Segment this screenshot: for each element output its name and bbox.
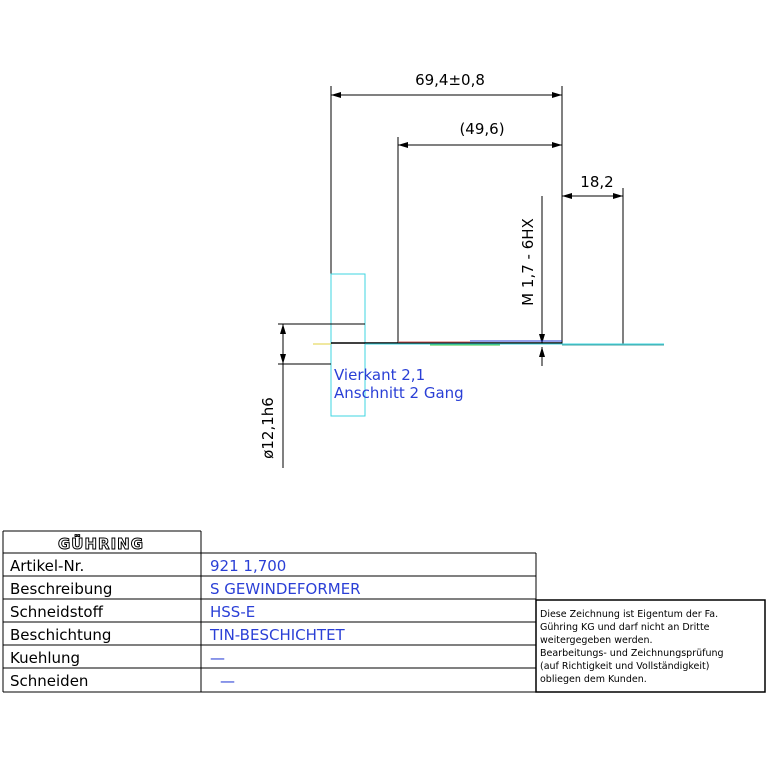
chamfer-note: Anschnitt 2 Gang — [334, 384, 464, 402]
tool-body — [313, 273, 664, 417]
dimension-thread-length: (49,6) — [397, 120, 562, 344]
row-value-material: HSS-E — [210, 603, 255, 621]
notice-line-2: Gühring KG und darf nicht an Dritte — [540, 622, 710, 633]
dimension-shank: 18,2 — [562, 173, 624, 344]
row-label-coating: Beschichtung — [10, 626, 111, 644]
notice-line-4: Bearbeitungs- und Zeichnungsprüfung — [540, 648, 724, 659]
dimension-thread-label: (49,6) — [459, 120, 504, 138]
row-value-article: 921 1,700 — [210, 557, 286, 575]
row-label-material: Schneidstoff — [10, 603, 104, 621]
row-value-cutting-edges: — — [220, 672, 235, 690]
guehring-logo: GÜHRING — [58, 534, 144, 553]
diameter-label: ø12,1h6 — [259, 397, 277, 459]
row-value-cooling: — — [210, 649, 225, 667]
title-block: GÜHRING Artikel-Nr. Beschreibung Schneid… — [2, 530, 766, 693]
row-value-description: S GEWINDEFORMER — [210, 580, 361, 598]
notice-line-3: weitergegeben werden. — [540, 635, 653, 646]
row-label-cooling: Kuehlung — [10, 649, 80, 667]
row-value-coating: TIN-BESCHICHTET — [209, 626, 346, 644]
dimension-shank-label: 18,2 — [580, 173, 613, 191]
row-label-cutting-edges: Schneiden — [10, 672, 88, 690]
dimension-overall-label: 69,4±0,8 — [415, 71, 485, 89]
dimension-diameter: ø12,1h6 — [259, 323, 365, 468]
notice-box — [535, 599, 766, 693]
thread-spec-label: M 1,7 - 6HX — [519, 218, 537, 306]
row-label-description: Beschreibung — [10, 580, 112, 598]
notice-line-1: Diese Zeichnung ist Eigentum der Fa. — [540, 609, 718, 620]
notice-line-5: (auf Richtigkeit und Vollständigkeit) — [540, 661, 709, 672]
thread-spec: M 1,7 - 6HX — [519, 196, 545, 366]
row-label-article: Artikel-Nr. — [10, 557, 84, 575]
square-note: Vierkant 2,1 — [334, 366, 425, 384]
square-section-outline — [330, 273, 366, 417]
notice-line-6: obliegen dem Kunden. — [540, 674, 647, 685]
